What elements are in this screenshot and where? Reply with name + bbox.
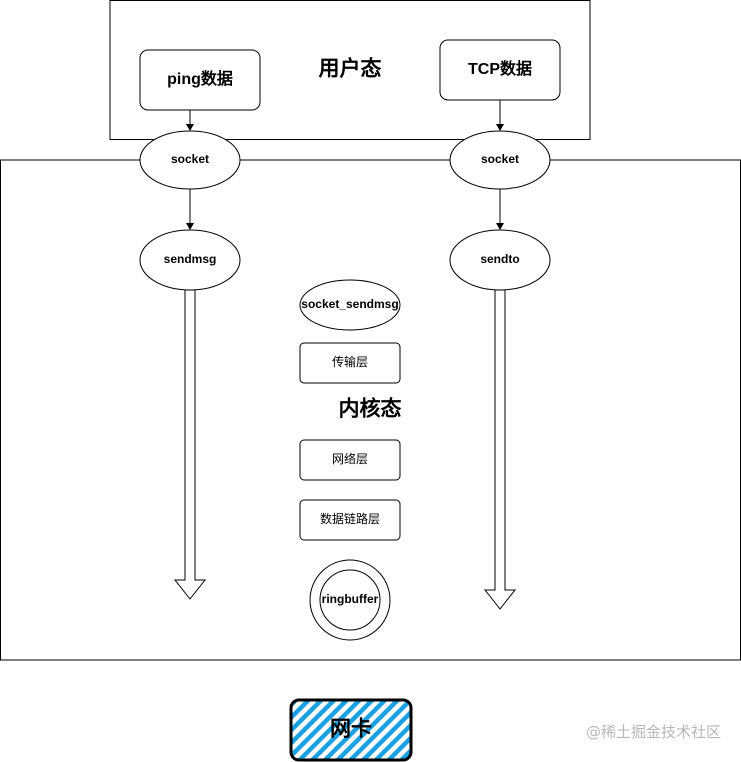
flow-arrow-left: [173, 289, 207, 600]
user-space-title: 用户态: [319, 57, 382, 81]
network-layer-box: [299, 439, 401, 481]
ringbuffer-label: ringbuffer: [322, 592, 379, 606]
transport-layer-label: 传输层: [332, 354, 368, 369]
ping-data-label: ping数据: [167, 69, 233, 88]
network-layer-label: 网络层: [332, 451, 368, 466]
arrowhead-ping-to-socket: [186, 124, 194, 131]
socket-right-label: socket: [481, 152, 519, 166]
sendto-label: sendto: [480, 252, 519, 266]
nic-box: [289, 698, 413, 762]
nic-label: 网卡: [330, 718, 372, 741]
datalink-layer-box: [299, 499, 401, 541]
arrowhead-socket-to-sendto: [496, 223, 504, 230]
kernel-space-title: 内核态: [339, 397, 402, 421]
arrowhead-socket-to-sendmsg: [186, 223, 194, 230]
ringbuffer-inner-ring: [319, 569, 381, 631]
ping-data-box: [139, 49, 261, 111]
watermark: @稀土掘金技术社区: [585, 723, 721, 741]
arrowhead-tcp-to-socket: [496, 124, 504, 131]
socket-left-label: socket: [171, 152, 209, 166]
transport-layer-box: [299, 342, 401, 384]
tcp-data-label: TCP数据: [468, 59, 532, 78]
socket-sendmsg-label: socket_sendmsg: [301, 297, 398, 311]
datalink-layer-label: 数据链路层: [320, 511, 380, 526]
socket-sendmsg-node: [299, 279, 401, 331]
flow-arrow-right: [483, 289, 517, 610]
sendmsg-label: sendmsg: [164, 252, 217, 266]
